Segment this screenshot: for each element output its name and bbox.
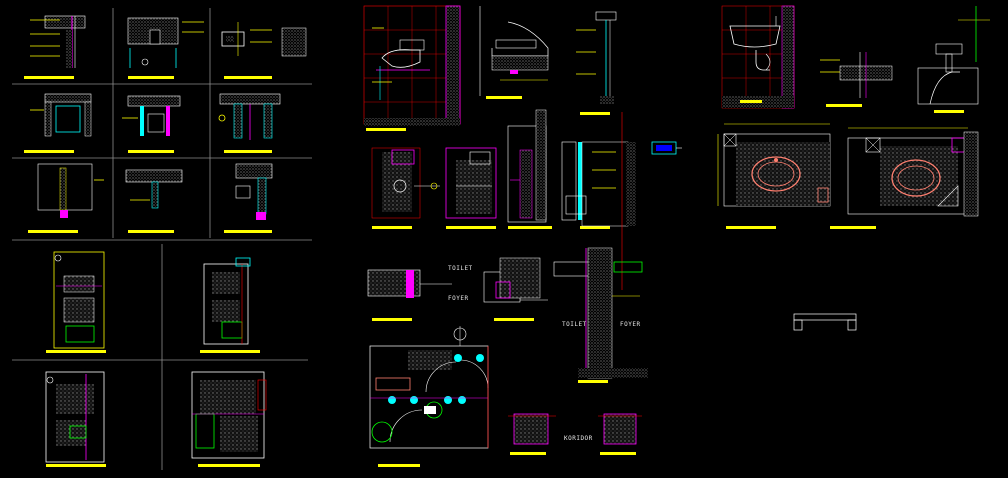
vanity-plan-2 <box>830 127 979 229</box>
left-floor-plans <box>12 244 308 470</box>
toilet-plan-details <box>371 109 636 290</box>
toilet-section-detail <box>363 5 461 131</box>
room-label-foyer: FOYER <box>448 295 469 302</box>
faucet-elevation <box>917 6 990 113</box>
room-label-toilet-2: TOILET <box>562 321 587 328</box>
toilet-floor-plan <box>369 326 489 467</box>
room-label-toilet: TOILET <box>448 265 473 272</box>
toilet-foyer-sections: TOILET FOYER TOILET FOYER <box>367 247 648 383</box>
room-label-foyer-2: FOYER <box>620 321 641 328</box>
vanity-plan-1 <box>717 123 831 229</box>
pipe-elevation-detail <box>576 11 617 115</box>
washbasin-section <box>721 5 795 109</box>
wall-elevation-detail <box>479 6 549 99</box>
koridor-plan-details: KORIDOR <box>508 413 642 455</box>
isolated-bench-detail <box>793 313 857 331</box>
room-label-koridor: KORIDOR <box>564 435 593 442</box>
blue-symbol <box>651 141 682 155</box>
counter-edge-detail <box>820 52 893 107</box>
left-detail-grid <box>12 8 312 241</box>
